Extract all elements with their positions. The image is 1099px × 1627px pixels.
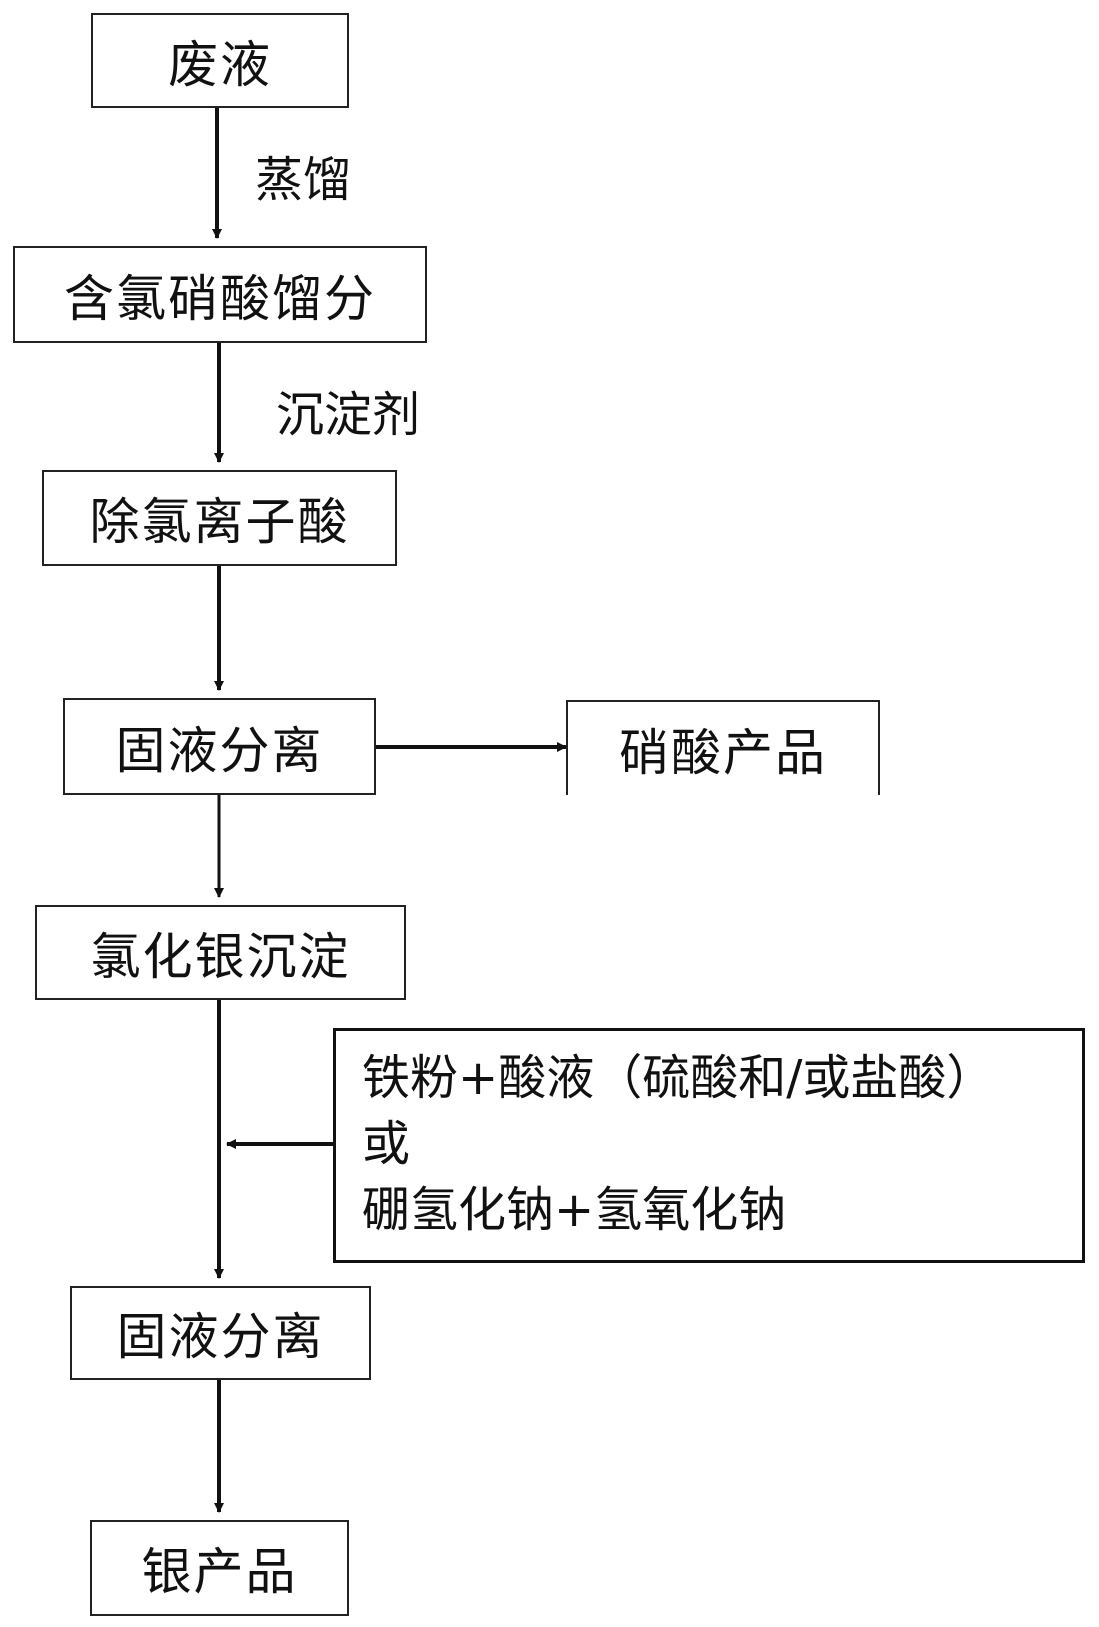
node-solid-liquid-separation-2: 固液分离 [70,1286,371,1380]
edge-label-precipitant: 沉淀剂 [276,387,421,443]
node-chlorine-nitric-fraction: 含氯硝酸馏分 [13,246,427,343]
reagent-line-or: 或 [362,1116,411,1172]
node-solid-liquid-separation-1: 固液分离 [63,698,376,795]
node-dechlorinated-acid: 除氯离子酸 [42,470,397,566]
node-nitric-acid-product: 硝酸产品 [566,700,880,795]
node-waste-liquid: 废液 [91,13,349,108]
reagent-line-iron-acid: 铁粉+酸液（硫酸和/或盐酸） [362,1050,995,1106]
reagent-line-borohydride: 硼氢化钠+氢氧化钠 [362,1182,787,1238]
reagent-box: 铁粉+酸液（硫酸和/或盐酸） 或 硼氢化钠+氢氧化钠 [333,1028,1085,1263]
node-silver-chloride-precipitate: 氯化银沉淀 [35,905,406,1000]
node-silver-product: 银产品 [90,1520,349,1616]
edge-label-distillation: 蒸馏 [255,152,352,208]
